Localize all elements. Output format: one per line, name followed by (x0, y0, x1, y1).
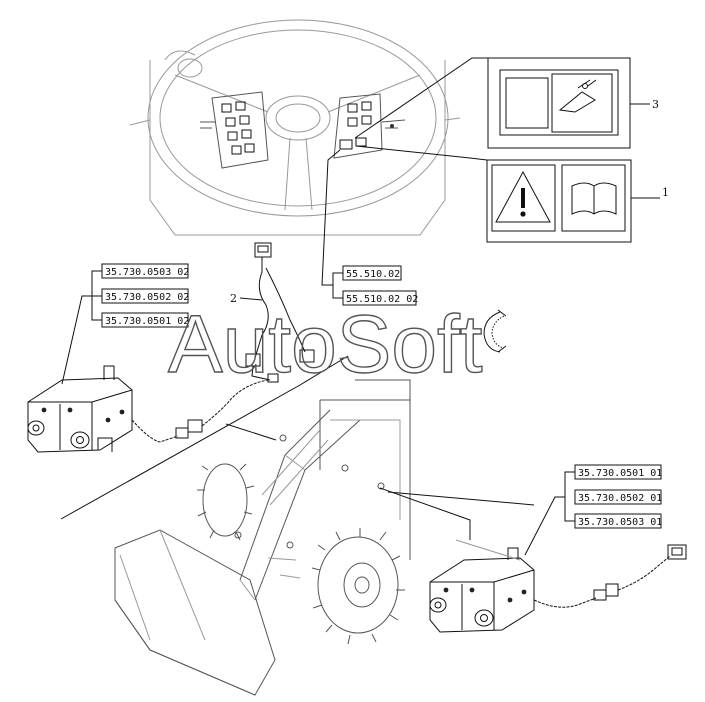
callout-2: 2 (230, 292, 237, 305)
switch-decal (487, 57, 631, 149)
right-valve-assembly (429, 544, 687, 633)
part-numbers-center: 55.510.02 55.510.02 02 (321, 149, 418, 306)
part-number: 35.730.0502 01 (578, 493, 662, 504)
part-number: 35.730.0501 01 (578, 468, 662, 479)
wire-harness (245, 242, 315, 383)
right-switch-pod (333, 93, 406, 159)
left-valve-assembly (27, 365, 269, 453)
part-number: 55.510.02 02 (346, 294, 418, 305)
steering-wheel-assembly (129, 19, 461, 236)
callout-1: 1 (662, 186, 669, 199)
part-number: 35.730.0502 02 (105, 292, 189, 303)
callout-3: 3 (652, 98, 659, 111)
part-numbers-left: 35.730.0503 02 35.730.0502 02 35.730.050… (61, 263, 189, 385)
watermark: AutoSoft (168, 299, 483, 390)
left-switch-pod (200, 91, 269, 169)
warning-decal (486, 159, 632, 243)
loader-tractor (114, 379, 411, 696)
part-numbers-right: 35.730.0501 01 35.730.0502 01 35.730.050… (524, 464, 662, 556)
part-number: 35.730.0503 01 (578, 517, 662, 528)
leader-lines (60, 355, 535, 561)
part-number: 35.730.0501 02 (105, 316, 189, 327)
part-number: 35.730.0503 02 (105, 267, 189, 278)
part-number: 55.510.02 (346, 269, 400, 280)
wire-clamp (483, 309, 507, 353)
